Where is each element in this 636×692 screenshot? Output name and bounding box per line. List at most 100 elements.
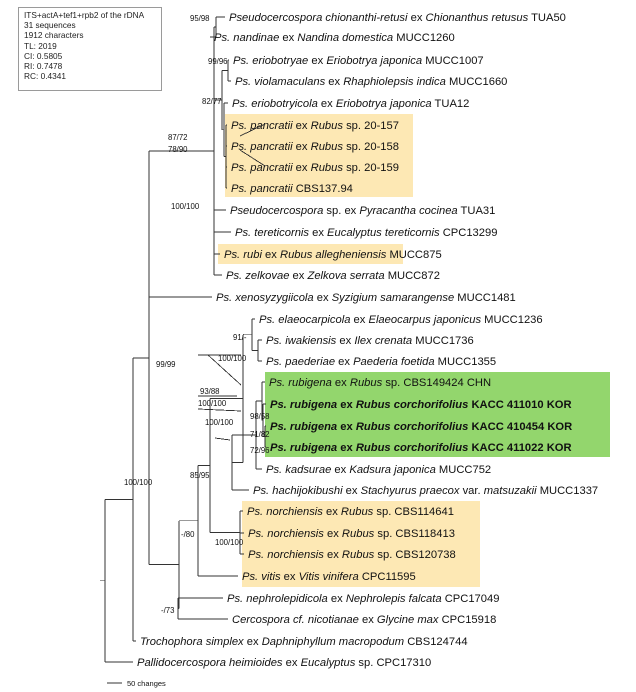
taxon-label: Ps. xenosyzygiicola ex Syzigium samarang…: [216, 292, 516, 304]
taxon-genus: Ps.: [226, 270, 245, 282]
taxon-species: rubigena: [290, 442, 337, 454]
support-pointer: [239, 123, 266, 137]
taxon-host: Vitis vinifera: [299, 571, 359, 583]
taxon-genus: Ps.: [270, 442, 290, 454]
taxon-genus: Pseudocercospora: [229, 12, 325, 24]
taxon-genus: Ps.: [233, 55, 252, 67]
taxon-host: Rubus corchorifolius: [356, 442, 469, 454]
taxon-genus: Ps.: [270, 399, 290, 411]
taxon-label: Ps. norchiensis ex Rubus sp. CBS120738: [248, 549, 456, 561]
taxon-ex: ex: [337, 399, 356, 411]
taxon-species: nephrolepidicola: [246, 593, 327, 605]
taxon-species: pancratii: [249, 162, 293, 174]
taxon-species: hachijokibushi: [272, 485, 343, 497]
taxon-strain: CBS124744: [404, 636, 467, 648]
support-value: 82/77: [202, 97, 222, 106]
support-value: 78/90: [168, 145, 188, 154]
taxon-strain: CBS114641: [391, 506, 454, 518]
taxon-label: Pseudocercospora sp. ex Pyracantha cocin…: [230, 205, 495, 217]
taxon-ex: ex: [343, 485, 361, 497]
taxon-label: Ps. rubigena ex Rubus corchorifolius KAC…: [270, 442, 572, 454]
taxon-species: tereticornis: [254, 227, 309, 239]
info-line-dataset: ITS+actA+tef1+rpb2 of the rDNA: [24, 10, 145, 20]
taxon-ex: ex: [359, 614, 377, 626]
taxon-label: Ps. tereticornis ex Eucalyptus tereticor…: [235, 227, 497, 239]
taxon-strain: MUCC875: [386, 249, 441, 261]
taxon-species: eriobotryicola: [251, 98, 318, 110]
highlight-rubi: [218, 244, 403, 264]
taxon-ex: ex: [325, 76, 343, 88]
taxon-species: kadsurae: [285, 464, 331, 476]
taxon-ex: ex: [324, 528, 342, 540]
taxon-ex: ex: [281, 571, 299, 583]
taxon-host: Chionanthus retusus: [426, 12, 529, 24]
taxon-strain: CBS118413: [392, 528, 455, 540]
taxon-genus: Ps.: [232, 98, 251, 110]
taxon-label: Pseudocercospora chionanthi-retusi ex Ch…: [229, 12, 566, 24]
taxon-species: norchiensis: [267, 528, 324, 540]
taxon-genus: Ps.: [242, 571, 261, 583]
taxon-genus: Ps.: [214, 32, 233, 44]
taxon-host-suffix: sp.: [374, 549, 392, 561]
taxon-genus: Pseudocercospora: [230, 205, 326, 217]
taxon-species: zelkovae: [244, 270, 289, 282]
taxon-label: Ps. nandinae ex Nandina domestica MUCC12…: [214, 32, 455, 44]
taxon-ex: ex: [244, 636, 262, 648]
taxon-strain: MUCC1481: [454, 292, 516, 304]
support-value: 100/100: [218, 354, 247, 363]
support-value: -/73: [161, 606, 174, 615]
taxon-ex: ex: [293, 141, 311, 153]
taxon-host-suffix: sp.: [343, 141, 361, 153]
taxon-host: Rubus: [341, 506, 374, 518]
info-line-characters: 1912 characters: [24, 30, 84, 41]
taxon-host: Rubus: [311, 141, 344, 153]
taxon-label: Ps. norchiensis ex Rubus sp. CBS114641: [247, 506, 454, 518]
taxon-host-suffix: sp.: [343, 120, 361, 132]
taxon-strain: MUCC1355: [435, 356, 497, 368]
taxon-label: Ps. pancratii ex Rubus sp. 20-157: [231, 120, 399, 132]
taxon-host: Rubus: [342, 549, 375, 561]
taxon-label: Ps. vitis ex Vitis vinifera CPC11595: [242, 571, 416, 583]
taxon-label: Ps. eriobotryicola ex Eriobotrya japonic…: [232, 98, 469, 110]
taxon-ex: ex: [323, 506, 341, 518]
info-line-rc: RC: 0.4341: [24, 71, 66, 82]
taxon-genus: Ps.: [248, 549, 267, 561]
info-line-ri: RI: 0.7478: [24, 61, 63, 72]
taxon-species: pancratii: [249, 141, 293, 153]
taxon-strain: MUCC872: [385, 270, 440, 282]
taxon-strain: CBS149424 CHN: [400, 377, 491, 389]
taxon-host-suffix: sp.: [374, 528, 392, 540]
taxon-strain: TUA12: [432, 98, 470, 110]
taxon-host: Stachyurus praecox: [361, 485, 460, 497]
taxon-label: Ps. iwakiensis ex Ilex crenata MUCC1736: [266, 335, 474, 347]
taxon-species: elaeocarpicola: [278, 314, 350, 326]
support-value: 99/96: [208, 57, 228, 66]
support-value: 91/-: [233, 333, 247, 342]
taxon-host: Rubus: [311, 162, 344, 174]
taxon-species: rubigena: [290, 399, 337, 411]
taxon-genus: Ps.: [259, 314, 278, 326]
taxon-strain: MUCC752: [436, 464, 491, 476]
taxon-label: Ps. violamaculans ex Rhaphiolepsis indic…: [235, 76, 507, 88]
taxon-genus: Ps.: [216, 292, 235, 304]
support-value: 87/72: [168, 133, 188, 142]
taxon-ex: ex: [337, 421, 356, 433]
support-value: 100/100: [124, 478, 153, 487]
taxon-ex: ex: [337, 442, 356, 454]
taxon-host: Zelkova serrata: [306, 270, 384, 282]
taxon-strain: KACC 411010 KOR: [468, 399, 571, 411]
taxon-species: nandinae: [233, 32, 279, 44]
taxon-genus: Trochophora: [140, 636, 206, 648]
taxon-host: Rubus: [350, 377, 383, 389]
taxon-genus: Ps.: [231, 183, 250, 195]
taxon-ex: ex: [279, 32, 297, 44]
taxon-strain: CPC17049: [442, 593, 500, 605]
taxon-host: Syzigium samarangense: [332, 292, 455, 304]
taxon-host: Nephrolepis falcata: [346, 593, 442, 605]
taxon-host-suffix: var.: [459, 485, 483, 497]
taxon-genus: Ps.: [248, 528, 267, 540]
taxon-strain: MUCC1236: [481, 314, 543, 326]
taxon-genus: Ps.: [270, 421, 290, 433]
taxon-species: paederiae: [284, 356, 335, 368]
taxon-species: norchiensis: [266, 506, 323, 518]
